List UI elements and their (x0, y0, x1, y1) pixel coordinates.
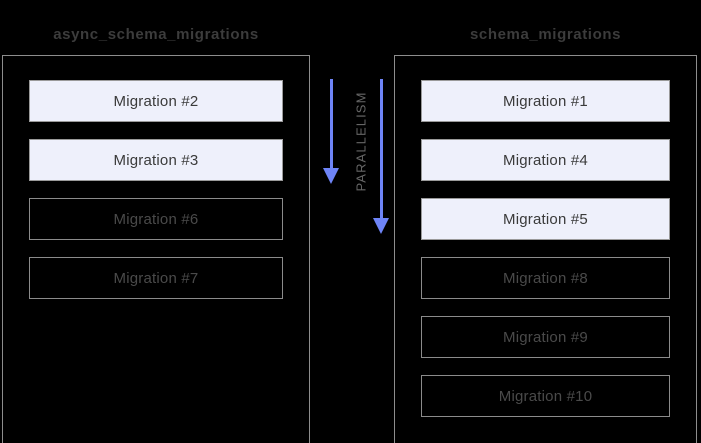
parallelism-group: PARALLELISM (310, 0, 394, 443)
migration-item[interactable]: Migration #7 (29, 257, 283, 299)
migration-item-label: Migration #1 (503, 92, 588, 110)
migration-item-label: Migration #3 (113, 151, 199, 169)
migration-item-label: Migration #2 (113, 92, 199, 110)
migration-item-label: Migration #5 (503, 210, 588, 228)
parallelism-right-arrow-icon (372, 79, 390, 234)
column-container-schema-migrations: Migration #1 Migration #4 Migration #5 Migr… (394, 55, 697, 443)
migration-item[interactable]: Migration #3 (29, 139, 283, 181)
migration-item[interactable]: Migration #2 (29, 80, 283, 122)
migration-list-right: Migration #1 Migration #4 Migration #5 Migr… (421, 80, 670, 434)
migration-item[interactable]: Migration #6 (29, 198, 283, 240)
migration-item-label: Migration #10 (498, 387, 593, 405)
migration-item-label: Migration #4 (503, 151, 588, 169)
migration-item[interactable]: Migration #4 (421, 139, 670, 181)
migration-item[interactable]: Migration #8 (421, 257, 670, 299)
migration-item[interactable]: Migration #1 (421, 80, 670, 122)
migration-item-label: Migration #8 (503, 269, 588, 287)
migration-item-label: Migration #9 (503, 328, 588, 346)
migration-list-left: Migration #2 Migration #3 Migration #6 Migr… (29, 80, 283, 316)
migration-item-label: Migration #7 (113, 269, 199, 287)
arrow-head (323, 168, 339, 184)
arrow-shaft (329, 79, 333, 174)
arrow-head (373, 218, 389, 234)
migration-item[interactable]: Migration #5 (421, 198, 670, 240)
parallelism-label-text: PARALLELISM (353, 90, 369, 192)
parallelism-label: PARALLELISM (352, 86, 370, 196)
migration-item-label: Migration #6 (113, 210, 199, 228)
column-title-async-schema-migrations: async_schema_migrations (53, 26, 259, 43)
arrow-shaft (379, 79, 383, 224)
column-title-schema-migrations: schema_migrations (469, 26, 622, 43)
parallelism-left-arrow-icon (322, 79, 340, 184)
migration-item[interactable]: Migration #9 (421, 316, 670, 358)
column-container-async-schema-migrations: Migration #2 Migration #3 Migration #6 Migr… (2, 55, 310, 443)
migration-item[interactable]: Migration #10 (421, 375, 670, 417)
